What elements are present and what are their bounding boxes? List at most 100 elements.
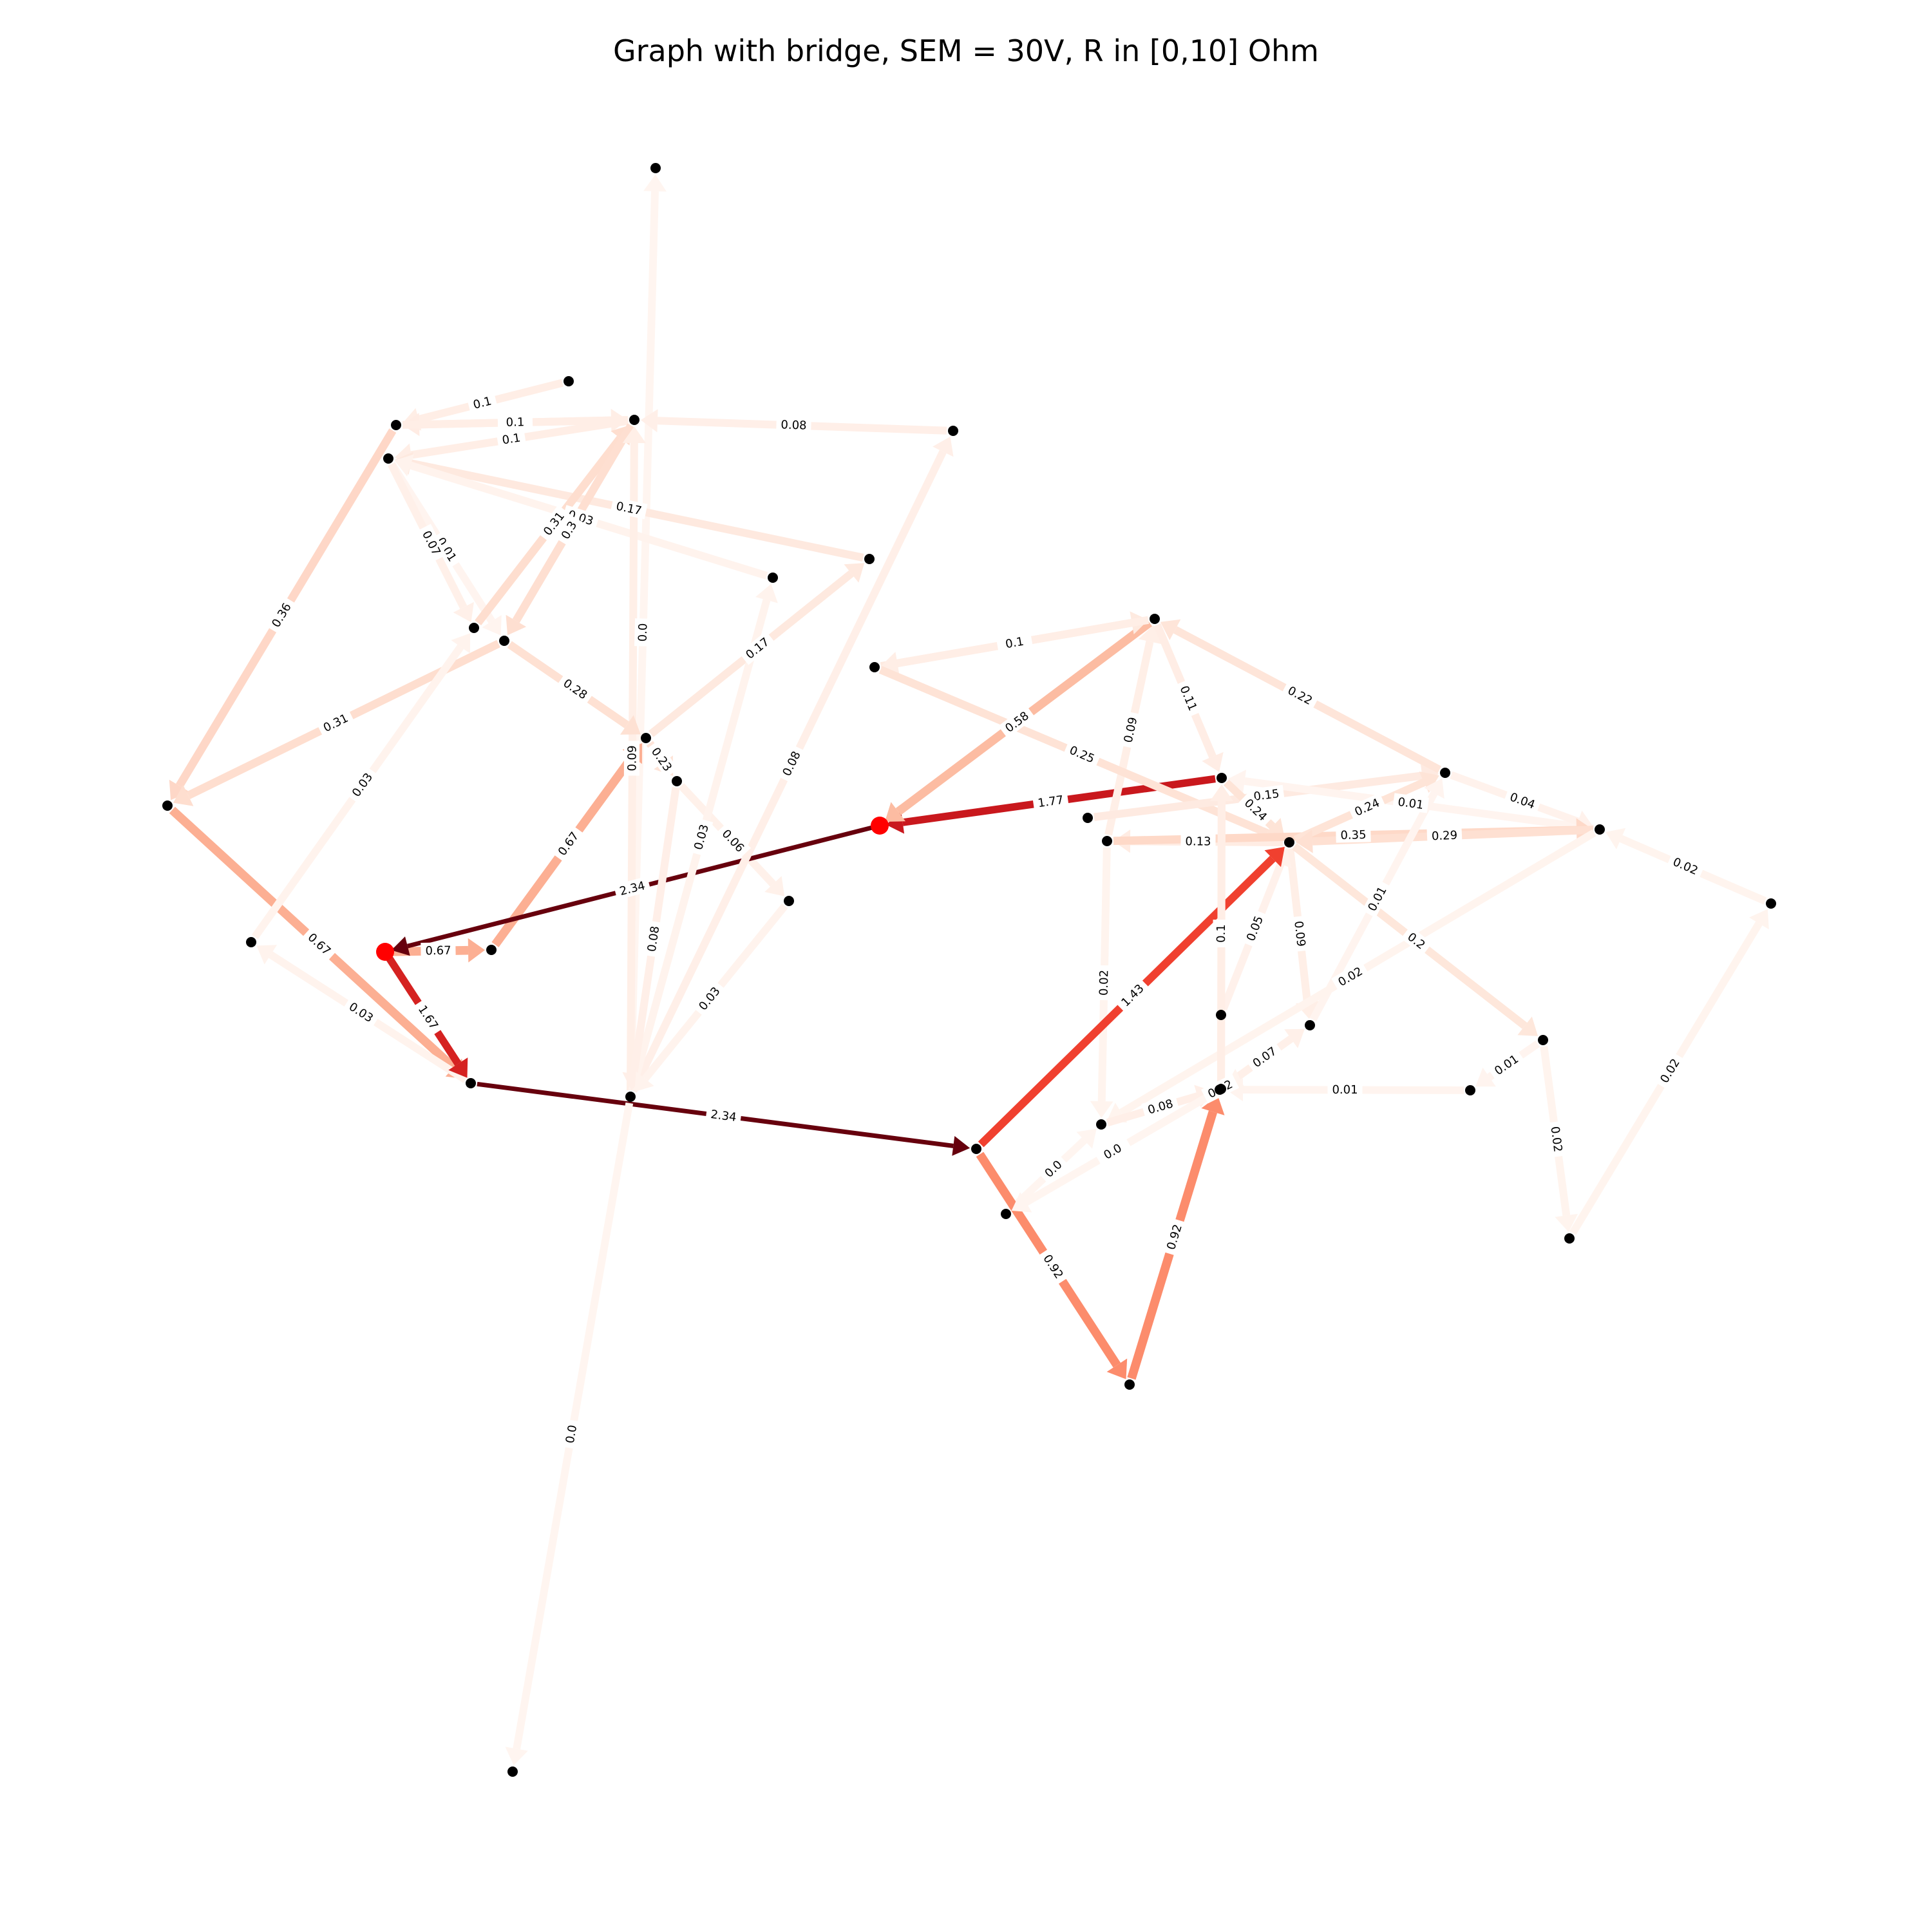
edge-label-background — [496, 428, 526, 449]
edge-label-group: 0.1 — [501, 413, 529, 430]
graph-node — [499, 636, 509, 646]
edge-label-group: 0.13 — [1180, 833, 1216, 849]
edge-arrowhead — [1424, 778, 1444, 799]
edge-arrowhead — [1227, 770, 1247, 793]
graph-node — [1102, 836, 1112, 846]
edge-label-background — [1654, 1052, 1685, 1090]
edge-arrowhead — [453, 601, 474, 623]
edge-label: 0.02 — [1671, 855, 1700, 878]
edge-label-background — [1114, 977, 1150, 1013]
edge-label-group: 0.67 — [551, 825, 585, 862]
edge-label-background — [692, 980, 726, 1017]
source-node — [871, 817, 889, 835]
edge-label-group: 0.09 — [623, 741, 640, 776]
edge-label-background — [1245, 1040, 1283, 1074]
edge-label-group: 0.35 — [1336, 826, 1371, 843]
edge-label-background — [301, 926, 338, 961]
edge-arrowhead — [468, 938, 485, 963]
graph-node — [469, 623, 479, 633]
edge-label-group: 0.28 — [556, 672, 594, 705]
edge-label-group: 0.08 — [643, 920, 663, 958]
edge-arrowhead — [1555, 1213, 1578, 1233]
edge-arrowhead — [256, 945, 277, 965]
edge-label: 0.1 — [506, 415, 524, 430]
edge-arrowhead — [844, 563, 865, 583]
edge-arrowhead — [1202, 752, 1224, 772]
edge-arrowhead — [1201, 1095, 1225, 1115]
edge-label-background — [998, 705, 1036, 739]
edge-label-background — [316, 708, 355, 737]
edge-label-group: 0.17 — [610, 497, 648, 520]
edge-label-background — [688, 818, 714, 856]
edge-label-group: 0.1 — [496, 428, 526, 449]
edge-label-background — [431, 530, 463, 569]
edge-arrowhead — [1749, 909, 1769, 930]
edge-label-group: 0.1 — [999, 632, 1030, 652]
edge-label-background — [1361, 880, 1392, 918]
edge-label-background — [705, 1105, 742, 1126]
source-node — [376, 943, 394, 961]
graph-node — [1284, 837, 1294, 848]
graph-node — [625, 1092, 636, 1102]
edge-label-group: 0.92 — [1161, 1218, 1187, 1256]
edge-arrowhead — [622, 426, 646, 444]
edge-label: 0.1 — [1215, 924, 1228, 943]
edge-label: 0.08 — [780, 749, 803, 778]
edge-label-background — [1096, 1137, 1129, 1165]
edge-label-background — [412, 998, 445, 1036]
edge-arrowhead — [448, 1057, 468, 1078]
edge-label-group: 0.1 — [1213, 919, 1229, 948]
edge-arrowhead — [169, 779, 190, 800]
graph-node — [1595, 824, 1605, 835]
edge-label: 0.09 — [1122, 716, 1141, 744]
graph-node — [1305, 1020, 1315, 1030]
edge-label-group: 0.02 — [1331, 961, 1369, 992]
edge-label: 2.34 — [710, 1108, 737, 1124]
edge-arrowhead — [505, 1747, 528, 1766]
edge-arrowhead — [952, 1136, 971, 1156]
graph-node — [1440, 768, 1450, 778]
edge-label-background — [1327, 1081, 1363, 1097]
edge-label: 0.08 — [781, 418, 807, 432]
edge-label: 0.02 — [1097, 970, 1112, 996]
edge-label-background — [1392, 793, 1430, 813]
edge-label-background — [610, 497, 648, 520]
edge-label-background — [1487, 1048, 1525, 1081]
edge-arrowhead — [933, 437, 954, 457]
graph-node — [486, 945, 497, 955]
edge-label: 0.08 — [645, 925, 663, 953]
edge-label-group: 0.01 — [1392, 793, 1430, 813]
edge-labels-layer: 0.00.10.120.10.10.080.170.030.010.070.31… — [265, 392, 1705, 1450]
edge-label-background — [1503, 787, 1542, 814]
edge-label-background — [560, 1419, 582, 1450]
edge-arrowhead — [1011, 1192, 1032, 1213]
graph-node — [650, 163, 661, 173]
edge-label-group: 0.1 — [466, 392, 498, 413]
edge-label-background — [1032, 791, 1069, 811]
edge-arrowhead — [1209, 784, 1233, 801]
graph-node — [1001, 1209, 1011, 1219]
edge-arrowhead — [1419, 772, 1439, 793]
edge-label-background — [536, 505, 571, 542]
edge-label-background — [1240, 909, 1269, 948]
edge-label-background — [1331, 961, 1369, 992]
edge-arrowhead — [1090, 1101, 1113, 1118]
edge-label: 0.01 — [1397, 795, 1425, 812]
edge-label-background — [265, 596, 297, 634]
graph-node — [1564, 1233, 1575, 1244]
edge-label-group: 0.67 — [421, 942, 456, 958]
edge-label-background — [345, 766, 379, 804]
edge-arrowhead — [1605, 828, 1626, 849]
edge-label-group: 0.0 — [560, 1419, 582, 1450]
edge-arrowhead — [1160, 619, 1181, 640]
edge-label-group: 1.77 — [1032, 791, 1069, 811]
edge-arrowhead — [394, 454, 414, 477]
edge-label-group: 0.02 — [1654, 1052, 1685, 1090]
edge-label-background — [1119, 711, 1142, 749]
edge-label-group: 0.22 — [1281, 680, 1320, 710]
graph-node — [1215, 1084, 1225, 1095]
edge-label: 0.0 — [564, 1424, 580, 1444]
edge-label-group: 0.02 — [1666, 851, 1705, 880]
edge-label: 0.1 — [501, 431, 522, 447]
edge-label-background — [1141, 1094, 1180, 1119]
